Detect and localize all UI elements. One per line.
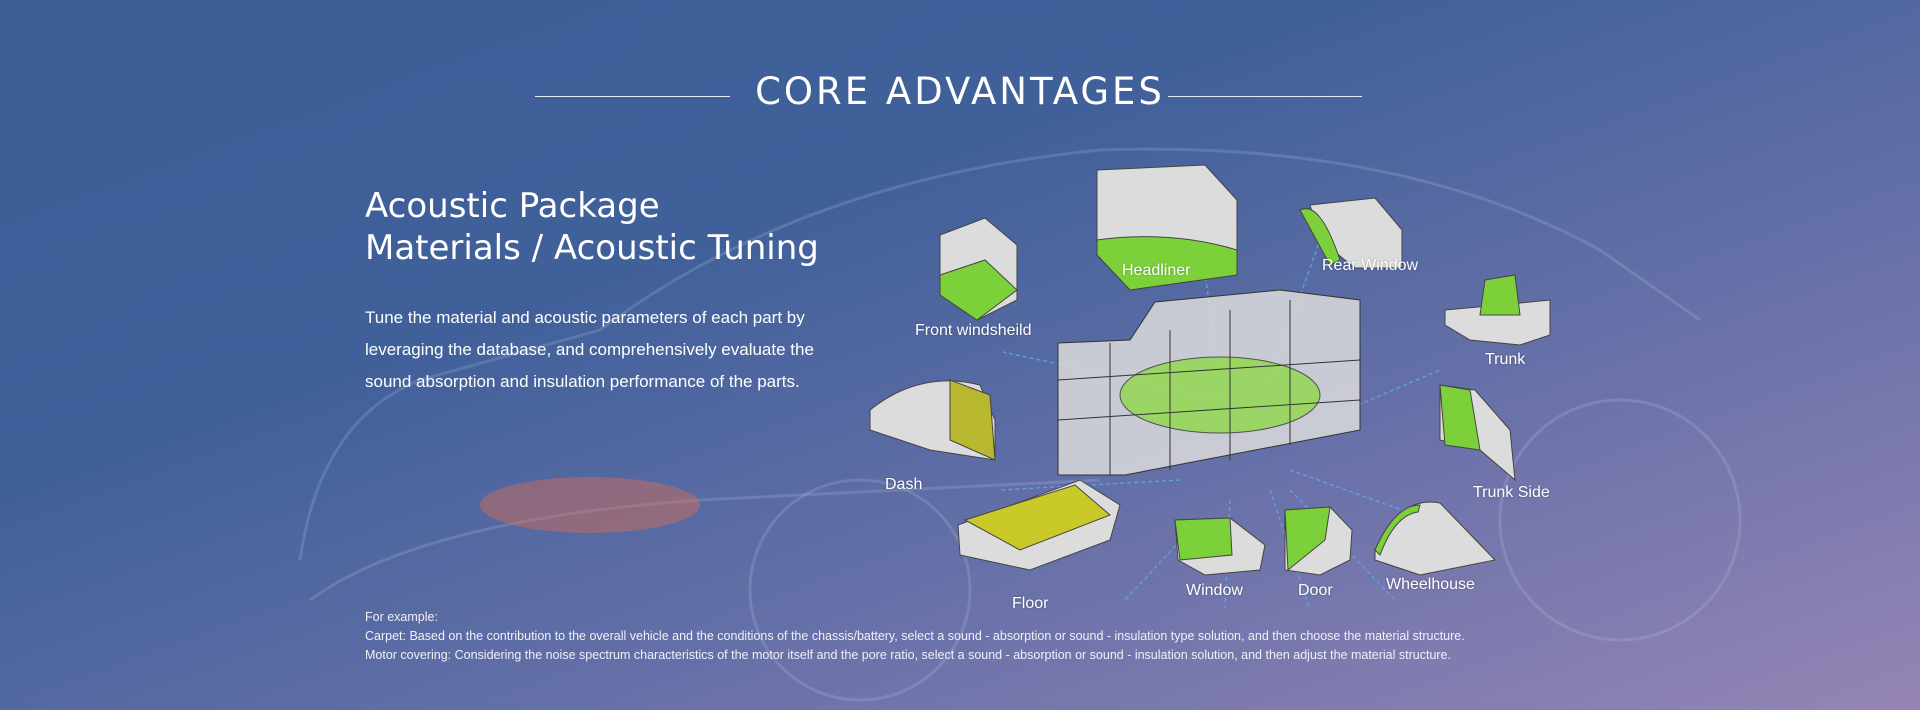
title-rule-left <box>535 96 730 97</box>
label-door: Door <box>1298 582 1333 599</box>
label-window: Window <box>1186 582 1243 599</box>
title-rule-right <box>1168 96 1362 97</box>
headlight-glow <box>480 477 700 533</box>
footnote-intro: For example: <box>365 610 438 624</box>
feature-description: Tune the material and acoustic parameter… <box>365 308 814 391</box>
feature-heading-line1: Acoustic Package <box>365 186 660 226</box>
label-headliner: Headliner <box>1122 262 1191 279</box>
label-rear-window: Rear Window <box>1322 257 1419 274</box>
label-floor: Floor <box>1012 595 1049 612</box>
footnote-motor: Motor covering: Considering the noise sp… <box>365 648 1451 662</box>
central-mesh-box <box>1057 289 1361 476</box>
feature-heading-line2: Materials / Acoustic Tuning <box>365 228 819 268</box>
footnote-carpet: Carpet: Based on the contribution to the… <box>365 629 1465 643</box>
feature-heading: Acoustic Package Materials / Acoustic Tu… <box>365 185 819 269</box>
example-footnote: For example: Carpet: Based on the contri… <box>365 608 1465 665</box>
section-title: CORE ADVANTAGES <box>755 70 1165 113</box>
label-front-windshield: Front windsheild <box>915 322 1032 339</box>
part-models <box>869 164 1551 576</box>
label-dash: Dash <box>885 476 923 493</box>
label-trunk-side: Trunk Side <box>1473 484 1550 501</box>
label-trunk: Trunk <box>1485 351 1526 368</box>
label-wheelhouse: Wheelhouse <box>1386 576 1475 593</box>
